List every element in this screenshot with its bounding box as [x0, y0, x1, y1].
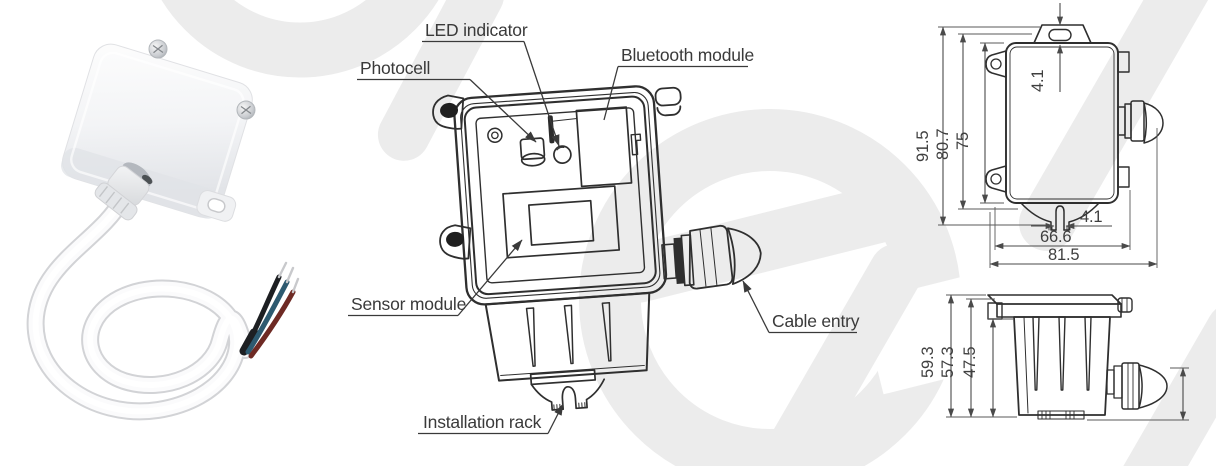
lid-screw: [487, 127, 503, 144]
side-gland: [1106, 362, 1168, 410]
cable-gland-drawing: [661, 224, 762, 290]
side-view-dimensions: 59.3 57.3 47.5: [919, 294, 1189, 421]
callouts: Photocell LED indicator Bluetooth module…: [348, 20, 860, 435]
callout-bluetooth-label: Bluetooth module: [621, 45, 754, 65]
top-mount-tab: [1033, 24, 1092, 44]
front-view-drawing: 4.1 91.5 80.7 75 4.1 66.6 81.5: [914, 3, 1164, 268]
finned-body: [484, 291, 651, 382]
leader-rack: [547, 403, 564, 434]
dim-top-slot: 4.1: [1029, 70, 1047, 92]
callout-rack-label: Installation rack: [423, 412, 542, 432]
mount-ear-bottom-left: [439, 224, 472, 260]
stripped-wires: [239, 261, 300, 359]
leader-cable-entry: [742, 280, 770, 333]
enclosure-box: [61, 39, 256, 222]
callout-photocell-label: Photocell: [360, 58, 430, 78]
screw: [236, 100, 256, 120]
side-view-drawing: 59.3 57.3 47.5: [919, 294, 1189, 421]
front-ear-bottom: [985, 165, 1007, 193]
dim-overall-height: 91.5: [914, 131, 932, 162]
leader-photocell: [469, 79, 537, 143]
callout-cable-entry-label: Cable entry: [772, 311, 860, 331]
exploded-view-drawing: Photocell LED indicator Bluetooth module…: [348, 20, 860, 435]
front-view-dimensions: 4.1 91.5 80.7 75 4.1 66.6 81.5: [914, 3, 1158, 268]
photocell-component: [519, 137, 546, 167]
mounting-ear: [196, 190, 237, 222]
front-ear-top: [985, 50, 1007, 78]
dim-inner-depth: 57.3: [939, 347, 957, 378]
led-component: [553, 145, 572, 164]
leader-sensor: [457, 239, 523, 316]
dim-body-height: 75: [954, 132, 972, 150]
dim-bracket-height: 80.7: [934, 129, 952, 160]
front-gland: [1117, 100, 1164, 144]
power-cable: [26, 191, 300, 421]
cable-gland-photo: [94, 162, 153, 221]
bluetooth-module-component: [575, 106, 642, 188]
leader-bluetooth: [603, 66, 619, 121]
lid-clip: [654, 86, 682, 117]
dim-overall-width: 81.5: [1048, 246, 1079, 264]
leader-led: [523, 41, 560, 147]
dim-overall-depth: 59.3: [919, 347, 937, 378]
callout-sensor-label: Sensor module: [351, 294, 466, 314]
product-photo: [26, 39, 300, 421]
dim-foot-gap: 4.1: [1080, 208, 1102, 226]
dim-fin-depth: 47.5: [961, 347, 979, 378]
mount-ear-top-left: [432, 94, 465, 130]
callout-led-label: LED indicator: [425, 20, 528, 40]
sensor-module-component: [502, 185, 621, 259]
screw: [148, 39, 168, 59]
dim-body-width: 66.6: [1040, 228, 1071, 246]
